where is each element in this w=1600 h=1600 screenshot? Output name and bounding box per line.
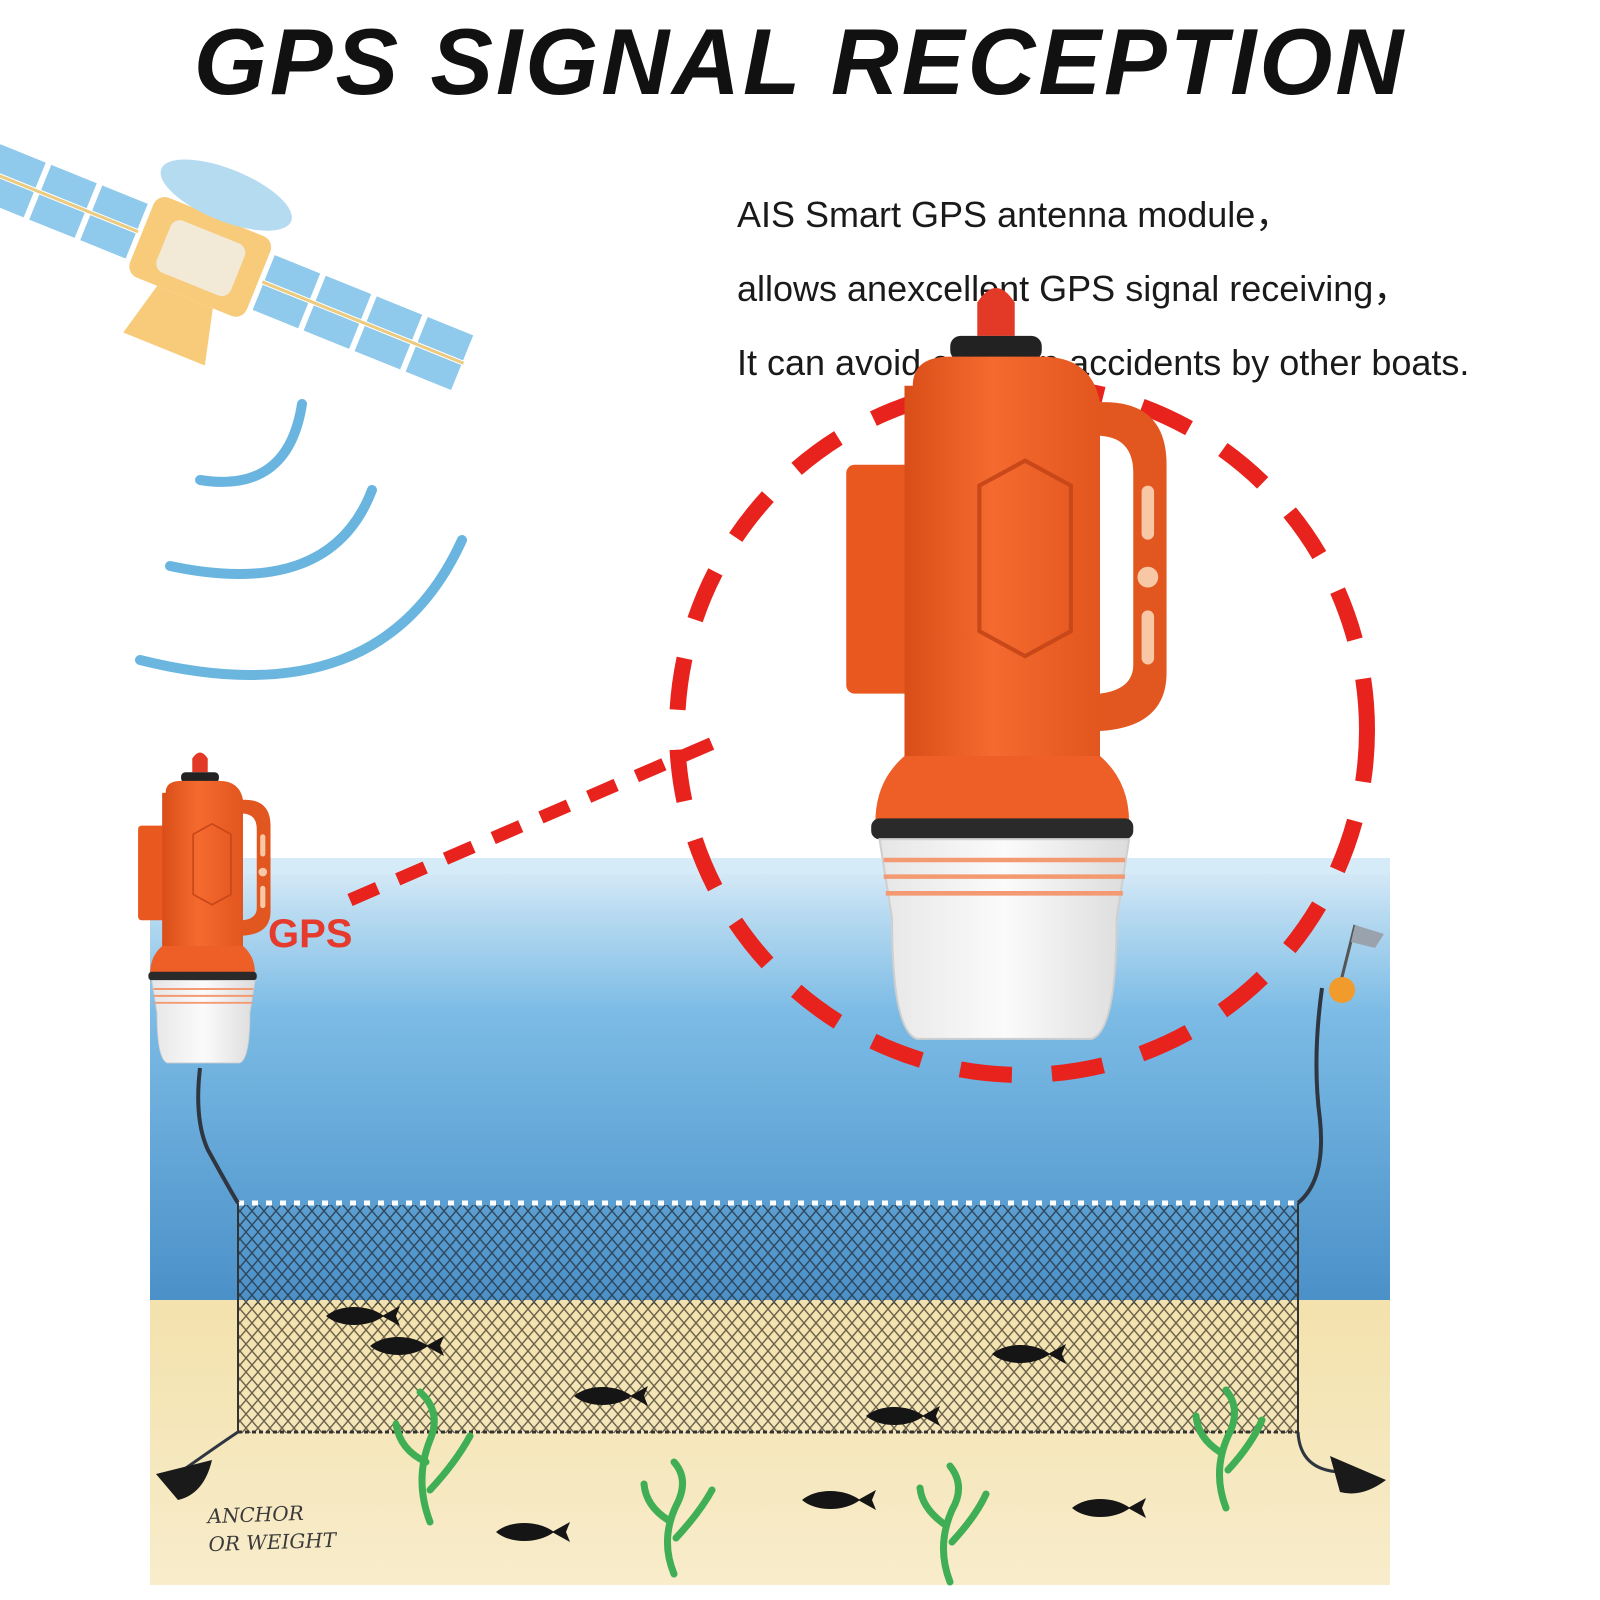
left-buoy-rope bbox=[196, 1067, 240, 1205]
left-anchor-rope bbox=[185, 1430, 239, 1470]
description-line-3: It can avoid collision accidents by othe… bbox=[737, 342, 1470, 383]
anchor-label: ANCHOR OR WEIGHT bbox=[207, 1498, 337, 1558]
flag-buoy-icon bbox=[1329, 924, 1384, 1003]
callout-circle bbox=[669, 377, 1375, 1083]
satellite-icon bbox=[0, 140, 478, 394]
anchor-label-line-2: OR WEIGHT bbox=[208, 1527, 337, 1557]
seaweed-icon bbox=[1192, 1386, 1266, 1512]
seaweed-icon bbox=[640, 1458, 716, 1578]
anchor-weight-icon bbox=[1330, 1456, 1386, 1494]
signal-waves-icon bbox=[135, 399, 467, 680]
seaweed-icon bbox=[392, 1388, 474, 1526]
right-buoy-rope bbox=[1296, 987, 1324, 1205]
page-title: GPS SIGNAL RECEPTION bbox=[193, 9, 1407, 114]
right-anchor-rope bbox=[1296, 1431, 1341, 1474]
seaweed-icon bbox=[916, 1462, 990, 1586]
anchor-weight-icon bbox=[156, 1460, 212, 1500]
description-line-1: AIS Smart GPS antenna module， bbox=[737, 194, 1292, 235]
description-line-2: allows anexcellent GPS signal receiving， bbox=[737, 268, 1410, 309]
callout-connector bbox=[347, 734, 723, 906]
anchor-label-line-1: ANCHOR bbox=[207, 1500, 305, 1529]
fishing-net-icon bbox=[237, 1200, 1299, 1434]
gps-label: GPS bbox=[268, 912, 353, 956]
description: AIS Smart GPS antenna module， allows ane… bbox=[737, 190, 1469, 412]
